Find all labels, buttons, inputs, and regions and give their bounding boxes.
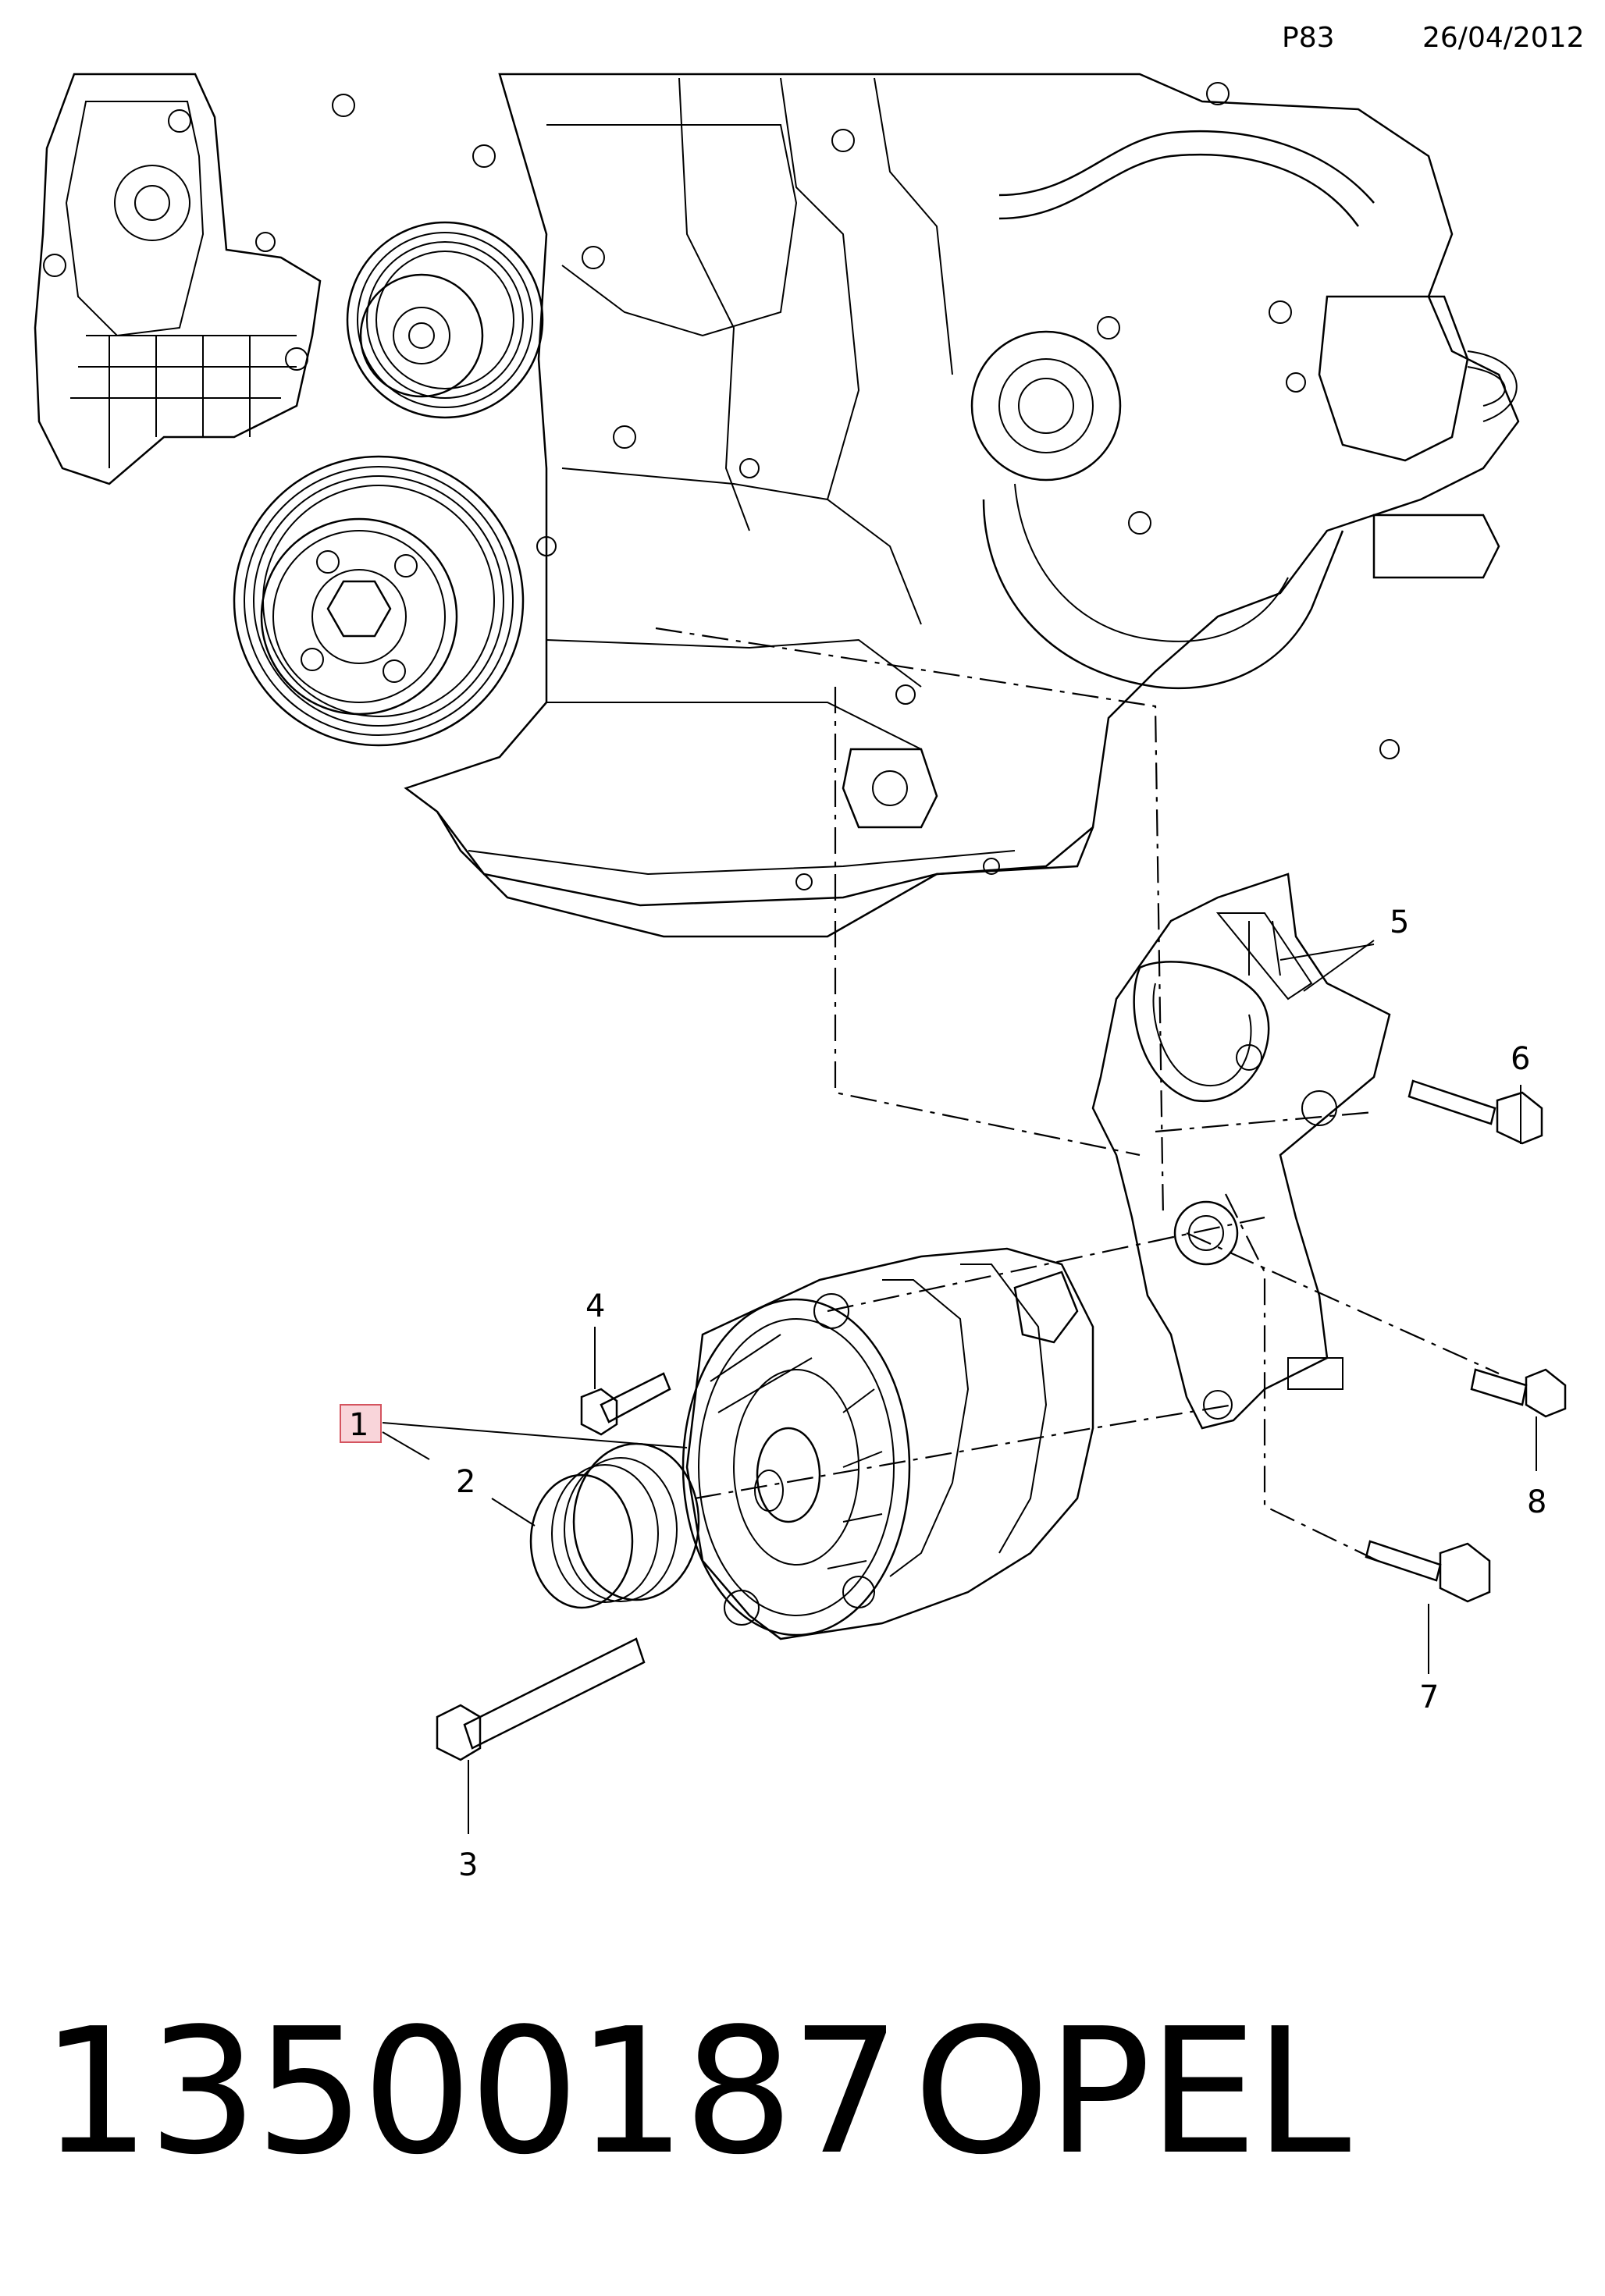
callout-1[interactable]: 1 [349, 1407, 368, 1443]
upper-pulley [346, 221, 544, 419]
crankshaft-pulley [233, 455, 525, 747]
callout-8[interactable]: 8 [1527, 1484, 1546, 1520]
callout-7[interactable]: 7 [1419, 1679, 1439, 1715]
callout-5[interactable]: 5 [1390, 905, 1409, 940]
diagram-date: 26/04/2012 [1422, 22, 1585, 54]
exploded-view-diagram: 1 2 3 4 5 6 7 8 [34, 73, 1567, 1883]
alternator-bracket [1091, 873, 1391, 1430]
callout-2[interactable]: 2 [456, 1464, 475, 1500]
part-number: 13500187 [41, 1992, 901, 2193]
assembly-lines [655, 627, 1500, 1562]
callout-6[interactable]: 6 [1511, 1041, 1530, 1077]
page-code: P83 [1282, 22, 1335, 54]
callout-4[interactable]: 4 [585, 1288, 605, 1324]
bolt-3 [436, 1637, 646, 1761]
leader-lines [382, 940, 1537, 1834]
callout-1-highlight [340, 1404, 382, 1443]
bolt-4 [580, 1372, 671, 1436]
callout-3[interactable]: 3 [458, 1847, 478, 1883]
bolt-7 [1365, 1540, 1491, 1603]
alternator-pulley [529, 1442, 700, 1609]
brand-name: OPEL [913, 1992, 1351, 2193]
engine-block [34, 73, 1520, 938]
alternator [682, 1247, 1094, 1640]
bolt-8 [1470, 1368, 1567, 1418]
bolt-6 [1407, 1079, 1543, 1145]
